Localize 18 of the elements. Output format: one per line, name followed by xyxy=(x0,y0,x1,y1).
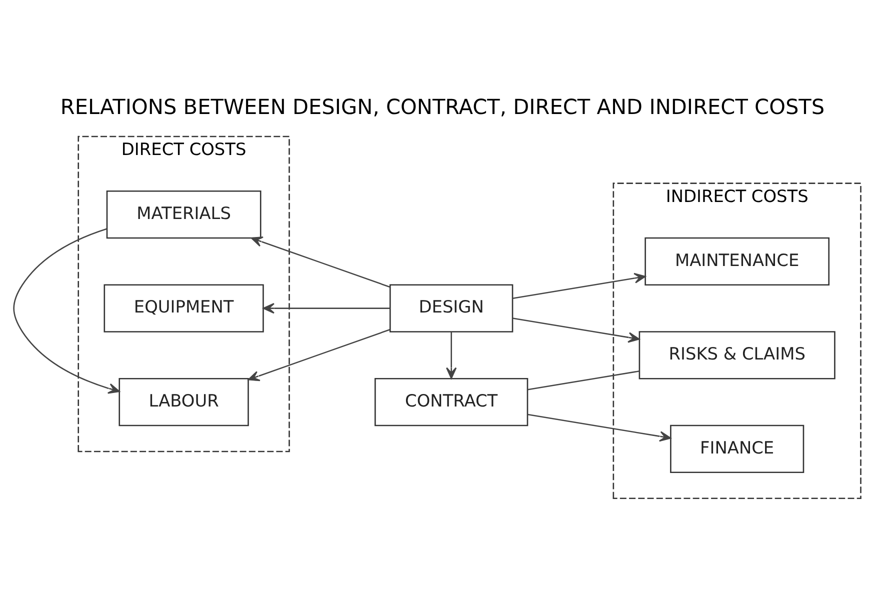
arrow xyxy=(248,328,390,381)
node-box: LABOUR xyxy=(118,377,249,426)
node-box: DESIGN xyxy=(390,284,514,332)
node-box: FINANCE xyxy=(670,424,804,472)
node-box: MAINTENANCE xyxy=(644,236,830,286)
arrow xyxy=(446,331,457,378)
arrow xyxy=(512,317,640,342)
node-box: EQUIPMENT xyxy=(104,284,264,332)
arrow xyxy=(528,413,672,442)
diagram-title: RELATIONS BETWEEN DESIGN, CONTRACT, DIRECT AND INDIRECT COSTS xyxy=(60,94,825,119)
node-box: CONTRACT xyxy=(374,377,528,426)
node-box: MATERIALS xyxy=(106,190,262,238)
arrow xyxy=(13,228,120,394)
connector xyxy=(528,370,640,390)
arrow xyxy=(250,236,390,288)
arrow xyxy=(262,302,390,314)
arrow xyxy=(512,272,646,299)
node-box: RISKS & CLAIMS xyxy=(638,330,836,379)
